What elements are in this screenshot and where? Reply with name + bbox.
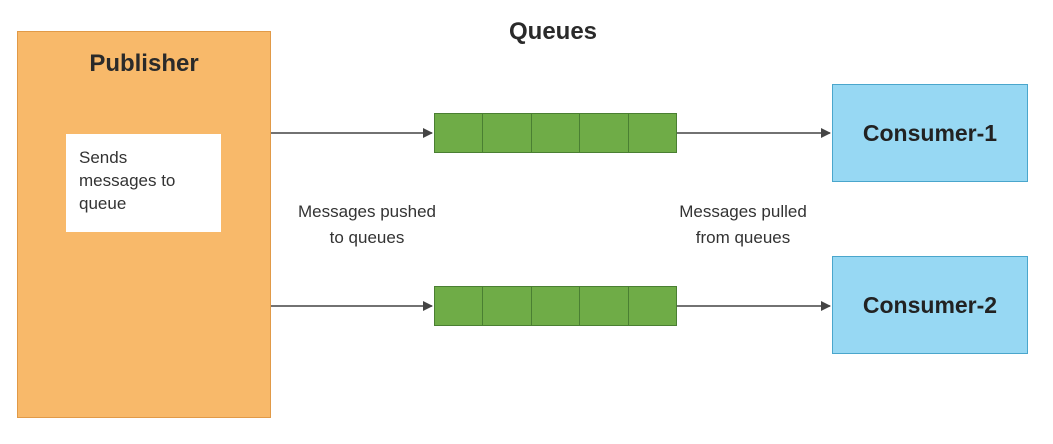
messages-pulled-label: Messages pulled from queues — [653, 199, 833, 251]
publisher-note-line: queue — [79, 194, 127, 213]
messages-pulled-line: Messages pulled — [679, 202, 807, 221]
messages-pushed-label: Messages pushed to queues — [277, 199, 457, 251]
consumer-2-box: Consumer-2 — [832, 256, 1028, 354]
messages-pushed-line: to queues — [329, 228, 405, 247]
queue-cell — [483, 114, 532, 152]
consumer-1-label: Consumer-1 — [862, 119, 998, 146]
queue-cell — [628, 114, 677, 152]
publisher-note-line: messages to — [79, 171, 176, 190]
publisher-note-line: Sends — [79, 148, 128, 167]
queue-cell — [628, 287, 677, 325]
queue-cell — [435, 114, 484, 152]
consumer-2-label: Consumer-2 — [862, 291, 998, 318]
queues-title: Queues — [508, 18, 598, 45]
queue-cell — [531, 287, 581, 325]
queue-cell — [580, 114, 629, 152]
queue-cell — [483, 287, 532, 325]
queue-cell — [531, 114, 581, 152]
queue-2 — [434, 286, 677, 326]
consumer-1-box: Consumer-1 — [832, 84, 1028, 182]
publisher-note: Sends messages to queue — [66, 134, 221, 232]
queue-cell — [580, 287, 629, 325]
queue-cell — [435, 287, 484, 325]
messages-pulled-line: from queues — [695, 228, 791, 247]
messages-pushed-line: Messages pushed — [298, 202, 436, 221]
publisher-box: Publisher Sends messages to queue — [17, 31, 271, 418]
queue-1 — [434, 113, 677, 153]
publisher-title: Publisher — [89, 50, 199, 77]
